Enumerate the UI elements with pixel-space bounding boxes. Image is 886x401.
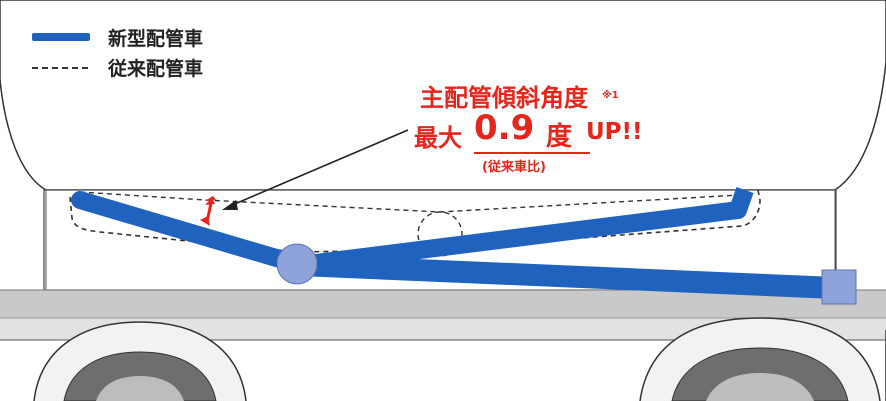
pipe-outlet-box — [821, 269, 857, 305]
callout-value: 0.9 — [474, 108, 535, 148]
callout-note: ※1 — [602, 90, 619, 101]
legend-label-old: 従来配管車 — [108, 58, 204, 80]
old-joint-circle — [417, 211, 463, 257]
right-hub — [706, 373, 814, 401]
callout-max-label: 最大 — [414, 124, 462, 152]
callout-up: UP!! — [586, 119, 643, 145]
dashed-line-icon — [32, 67, 88, 69]
legend-label-new: 新型配管車 — [108, 28, 204, 50]
callout-comparison: (従来車比) — [482, 160, 546, 175]
solid-line-icon — [32, 33, 90, 41]
callout-underline — [474, 152, 590, 154]
callout-unit: 度 — [546, 122, 573, 152]
double-arrow-icon — [200, 196, 216, 226]
left-hub — [96, 376, 184, 401]
new-pipe-right-arm — [298, 187, 754, 274]
arrow-icon — [222, 129, 409, 210]
old-pipe-outline — [69, 189, 761, 253]
chassis-rail-lower — [0, 318, 886, 340]
new-pipe-left-arm — [71, 191, 309, 274]
callout-title: 主配管傾斜角度 — [420, 84, 588, 112]
new-main-pipe — [299, 254, 837, 299]
new-pipe-joint — [276, 243, 318, 285]
